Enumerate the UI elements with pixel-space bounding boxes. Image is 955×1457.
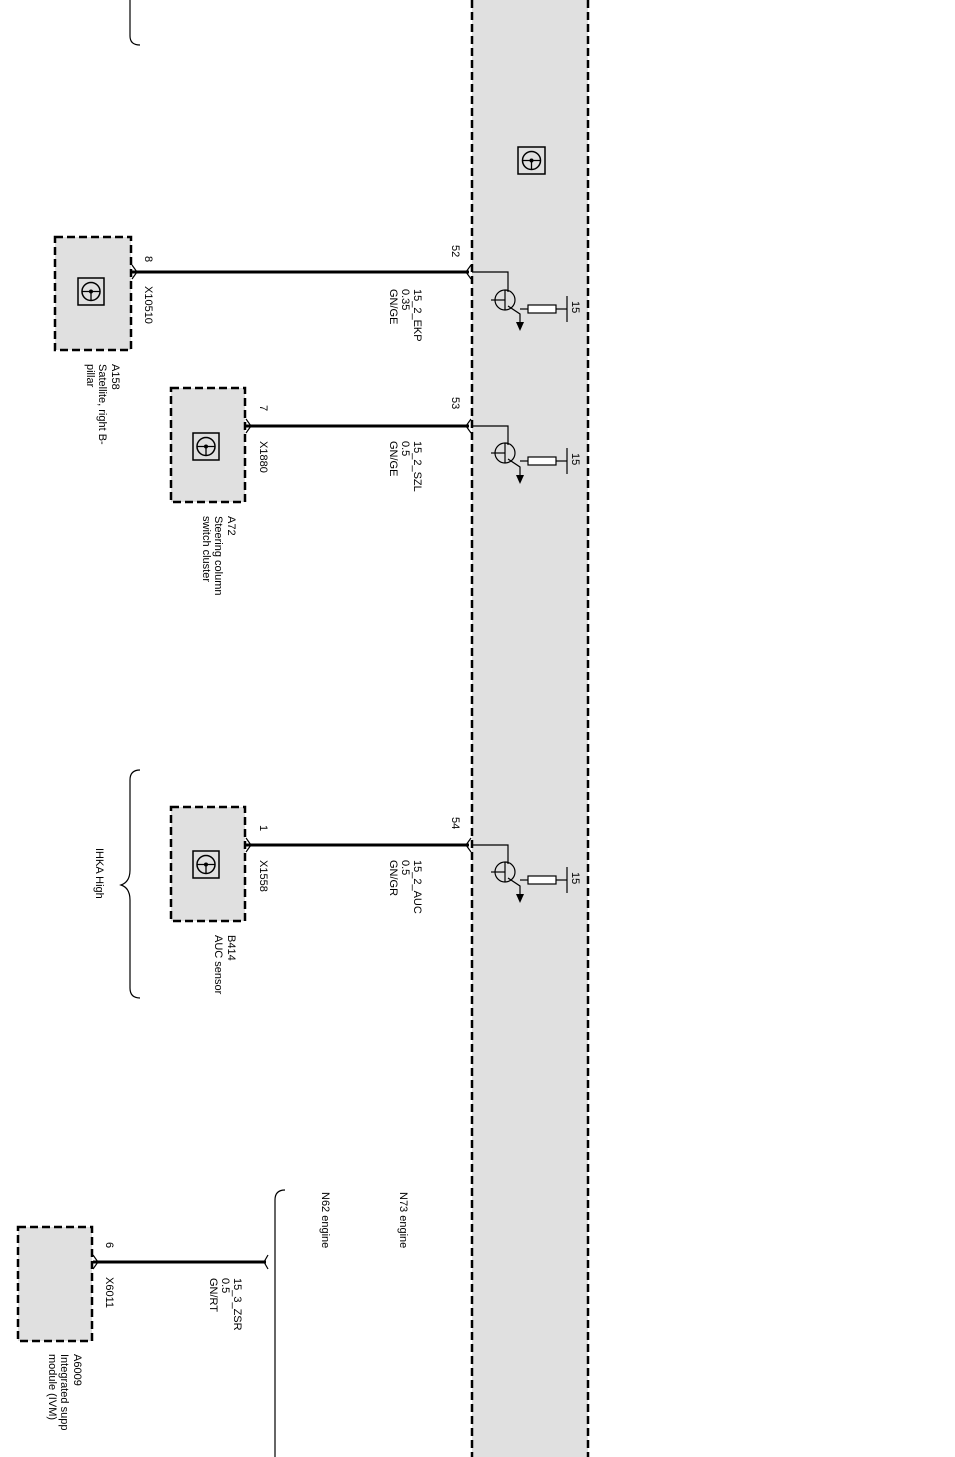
module-code: A72	[225, 516, 237, 536]
fuse-label: 15	[569, 301, 581, 313]
module-a158	[53, 235, 133, 352]
connector-label: X6011	[103, 1277, 115, 1308]
steering-wheel-icon	[192, 850, 220, 879]
module-name: Integrated supp	[58, 1354, 70, 1430]
control-unit-bus	[470, 0, 590, 1457]
module-a72	[169, 386, 247, 504]
transistor-fuse-symbol: 15	[472, 271, 581, 331]
variant-brace-ihka	[119, 769, 141, 999]
module-b414	[169, 805, 247, 923]
wire-size: 0.5	[399, 860, 411, 875]
module-name: AUC sensor	[212, 935, 224, 995]
variant-label-ihka: IHKA High	[93, 848, 105, 899]
module-code: A6009	[71, 1354, 83, 1386]
module-a6009	[16, 1225, 94, 1343]
module-code: B414	[225, 935, 237, 961]
steering-wheel-icon	[517, 146, 546, 175]
wire-color: GN/GR	[387, 860, 399, 896]
variant-brace-engine	[274, 1189, 286, 1457]
wire-signal: 15_2_AUC	[411, 860, 423, 914]
wire-signal: 15_2_EKP	[411, 289, 423, 342]
pin-label: 6	[103, 1242, 115, 1248]
module-code: A158	[109, 364, 121, 390]
module-name: module (IVM)	[46, 1354, 58, 1420]
wire-size: 0.5	[219, 1278, 231, 1293]
variant-label-n73: N73 engine	[397, 1192, 409, 1248]
wire-size: 0.5	[399, 441, 411, 456]
connector-number: 53	[449, 397, 461, 409]
steering-wheel-icon	[77, 277, 105, 306]
wire-color: GN/GE	[387, 441, 399, 476]
module-name: pillar	[84, 364, 96, 388]
wire-signal: 15_3_ZSR	[231, 1278, 243, 1331]
variant-label-n62: N62 engine	[319, 1192, 331, 1248]
module-name: Steering column	[212, 516, 224, 596]
connector-label: X1880	[257, 441, 269, 473]
connector-number: 54	[449, 817, 461, 829]
pin-label: 7	[257, 405, 269, 411]
transistor-fuse-symbol: 15	[472, 844, 581, 903]
module-name: switch cluster	[200, 516, 212, 582]
wire-color: GN/GE	[387, 289, 399, 324]
fuse-label: 15	[569, 872, 581, 884]
pin-label: 8	[142, 256, 154, 262]
connector-number: 52	[449, 245, 461, 257]
connector-label: X1558	[257, 860, 269, 892]
wire-size: 0.35	[399, 289, 411, 310]
fuse-label: 15	[569, 453, 581, 465]
pin-label: 1	[257, 825, 269, 831]
connector-label: X10510	[142, 286, 154, 324]
transistor-fuse-symbol: 15	[472, 425, 581, 484]
module-name: Satellite, right B-	[96, 364, 108, 445]
wire-signal: 15_2_SZL	[411, 441, 423, 492]
steering-wheel-icon	[192, 432, 220, 461]
variant-brace-top	[129, 0, 141, 46]
wire-color: GN/RT	[207, 1278, 219, 1312]
